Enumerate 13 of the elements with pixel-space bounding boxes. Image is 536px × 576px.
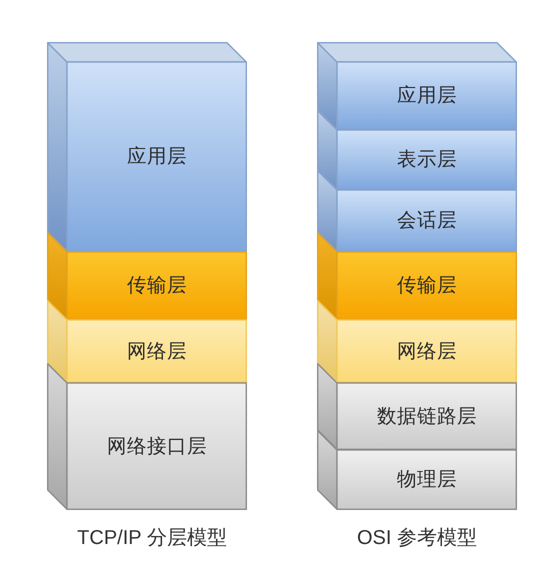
layer-label: 数据链路层 [377,404,477,428]
model-caption: OSI 参考模型 [357,526,477,550]
layer-label: 网络层 [127,340,187,364]
layer-label: 网络层 [397,340,457,364]
model-caption: TCP/IP 分层模型 [77,526,227,550]
layer-label: 会话层 [397,209,457,233]
layer-label: 表示层 [397,148,457,172]
layer-label: 物理层 [397,468,457,492]
layer-label: 应用层 [127,145,187,169]
layer-label: 传输层 [127,274,187,298]
layer-label: 网络接口层 [107,434,207,458]
layer-label: 传输层 [397,274,457,298]
layer-label: 应用层 [397,84,457,108]
